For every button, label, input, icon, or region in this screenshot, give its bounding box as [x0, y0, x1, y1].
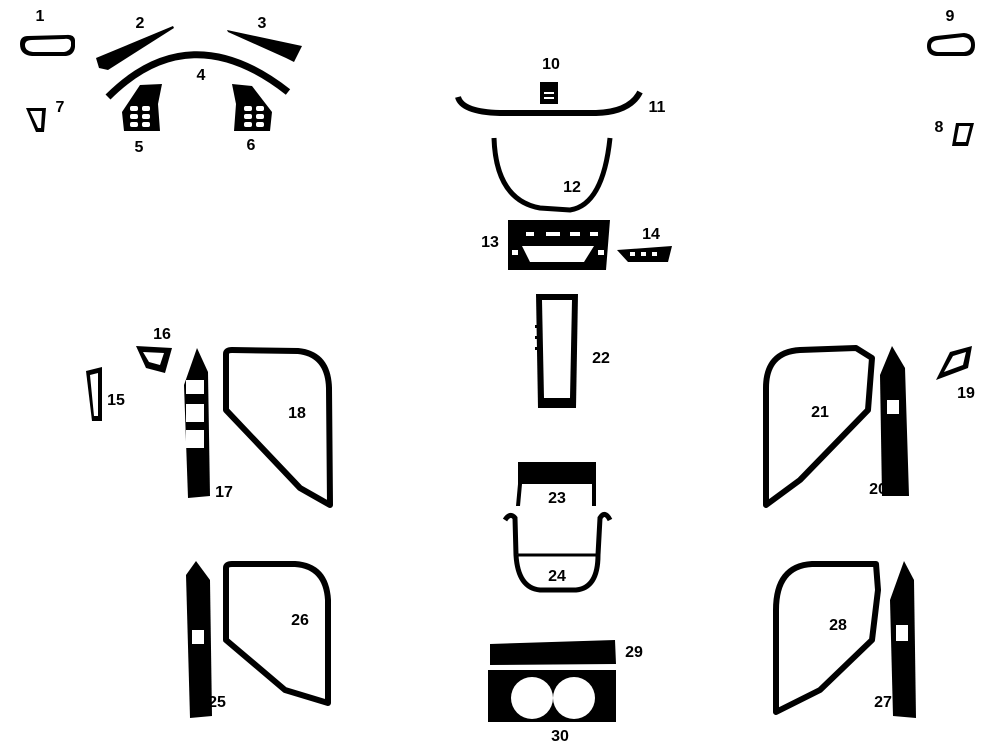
part-7-piece: [26, 108, 46, 132]
part-20-piece: [880, 346, 909, 496]
part-number-19: 19: [957, 385, 975, 402]
part-11-piece: [455, 90, 643, 116]
part-number-27: 27: [874, 694, 892, 711]
part-number-28: 28: [829, 617, 847, 634]
part-number-3: 3: [258, 15, 267, 32]
part-27-piece: [890, 561, 916, 718]
part-25-piece: [186, 561, 212, 718]
part-number-29: 29: [625, 644, 643, 661]
part-number-12: 12: [563, 179, 581, 196]
part-30-piece: [488, 670, 616, 722]
part-13-piece: [508, 220, 610, 270]
part-3-piece: [227, 30, 302, 62]
part-number-6: 6: [247, 137, 256, 154]
part-number-9: 9: [946, 8, 955, 25]
part-22-piece: [535, 294, 578, 408]
part-16-piece: [136, 346, 172, 373]
part-26-piece: [223, 561, 331, 706]
part-number-26: 26: [291, 612, 309, 629]
part-number-8: 8: [935, 119, 944, 136]
part-8-piece: [952, 123, 974, 146]
part-5-piece: [122, 84, 162, 131]
part-28-piece: [773, 561, 881, 715]
part-19-piece: [936, 346, 972, 380]
part-number-24: 24: [548, 568, 566, 585]
part-number-1: 1: [36, 8, 45, 25]
part-18-piece: [223, 347, 333, 508]
part-number-7: 7: [56, 99, 65, 116]
part-number-13: 13: [481, 234, 499, 251]
part-number-23: 23: [548, 490, 566, 507]
part-number-20: 20: [869, 481, 887, 498]
part-29-piece: [490, 640, 616, 665]
part-number-30: 30: [551, 728, 569, 745]
part-number-4: 4: [197, 67, 206, 84]
part-12-piece: [491, 137, 613, 213]
part-number-5: 5: [135, 139, 144, 156]
part-number-17: 17: [215, 484, 233, 501]
part-17-piece: [184, 348, 210, 498]
part-number-21: 21: [811, 404, 829, 421]
part-14-piece: [617, 246, 672, 262]
part-6-piece: [232, 84, 272, 131]
part-number-22: 22: [592, 350, 610, 367]
part-number-18: 18: [288, 405, 306, 422]
part-21-piece: [763, 345, 875, 508]
part-number-10: 10: [542, 56, 560, 73]
part-number-11: 11: [649, 99, 666, 116]
part-1-piece: [20, 34, 75, 56]
part-number-15: 15: [107, 392, 125, 409]
part-2-piece: [96, 26, 174, 70]
part-15-piece: [86, 367, 102, 421]
part-9-piece: [927, 33, 975, 56]
part-4-piece: [105, 51, 291, 100]
part-23-piece: [516, 462, 596, 506]
part-number-16: 16: [153, 326, 171, 343]
part-number-2: 2: [136, 15, 145, 32]
part-number-14: 14: [642, 226, 660, 243]
part-10-piece: [540, 82, 558, 104]
part-number-25: 25: [208, 694, 226, 711]
part-24-piece: [502, 512, 613, 593]
